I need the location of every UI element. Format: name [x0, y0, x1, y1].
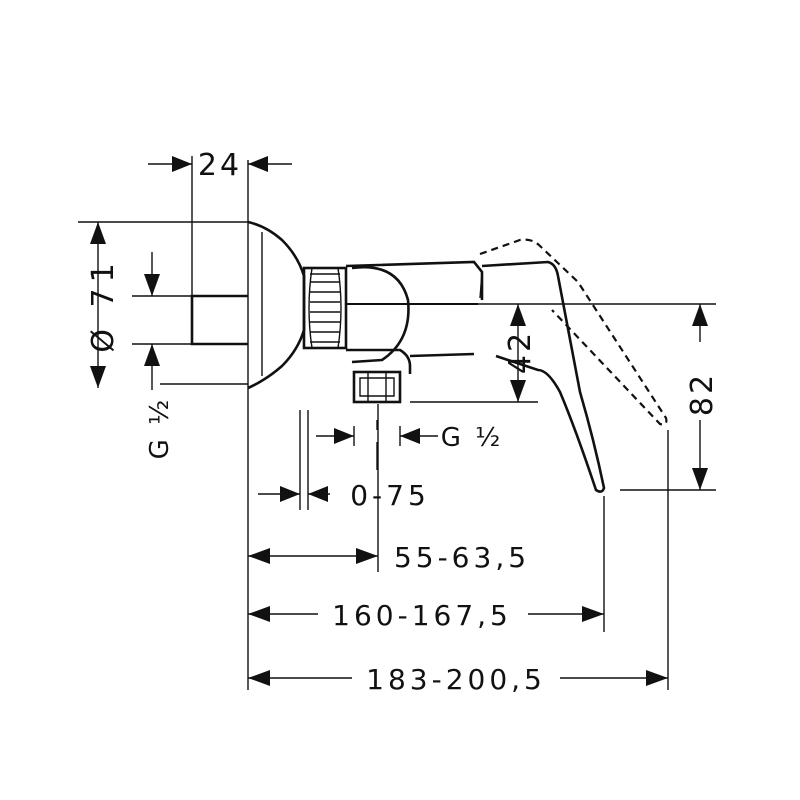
- label-55-63-5: 55-63,5: [394, 541, 530, 574]
- dimension-0-75: [258, 486, 330, 502]
- lever-handle-alt-position: [479, 238, 668, 426]
- dimension-g-half-bottom: [316, 420, 438, 470]
- dimension-55-63-5: [248, 548, 378, 564]
- mixer-body: [190, 220, 668, 493]
- dimension-160-167-5: [248, 606, 604, 622]
- label-42: 42: [503, 330, 538, 374]
- label-g-half-bottom: G ½: [441, 423, 504, 453]
- knurled-nut: [302, 266, 348, 350]
- bottom-outlet: [352, 370, 402, 404]
- label-0-75: 0-75: [350, 479, 430, 512]
- wall-rosette: [247, 220, 306, 390]
- lever-handle: [481, 260, 606, 493]
- dimension-diameter-71: [90, 222, 106, 388]
- label-160-167-5: 160-167,5: [332, 599, 512, 632]
- dimension-82: [692, 304, 708, 490]
- dimension-42: [510, 304, 526, 402]
- dimension-24: [148, 156, 292, 172]
- mixer-housing: [345, 260, 484, 374]
- label-g-half-left: G ½: [145, 397, 175, 460]
- inlet-pipe: [190, 294, 248, 346]
- label-24: 24: [198, 148, 242, 183]
- thermo-cap: [351, 265, 410, 364]
- label-82: 82: [685, 372, 720, 416]
- lever-face: [479, 271, 483, 299]
- label-183-200-5: 183-200,5: [366, 663, 546, 696]
- dimension-183-200-5: [248, 670, 668, 686]
- label-diameter-71: Ø 71: [86, 257, 121, 352]
- dimension-g-half-left: [144, 252, 160, 390]
